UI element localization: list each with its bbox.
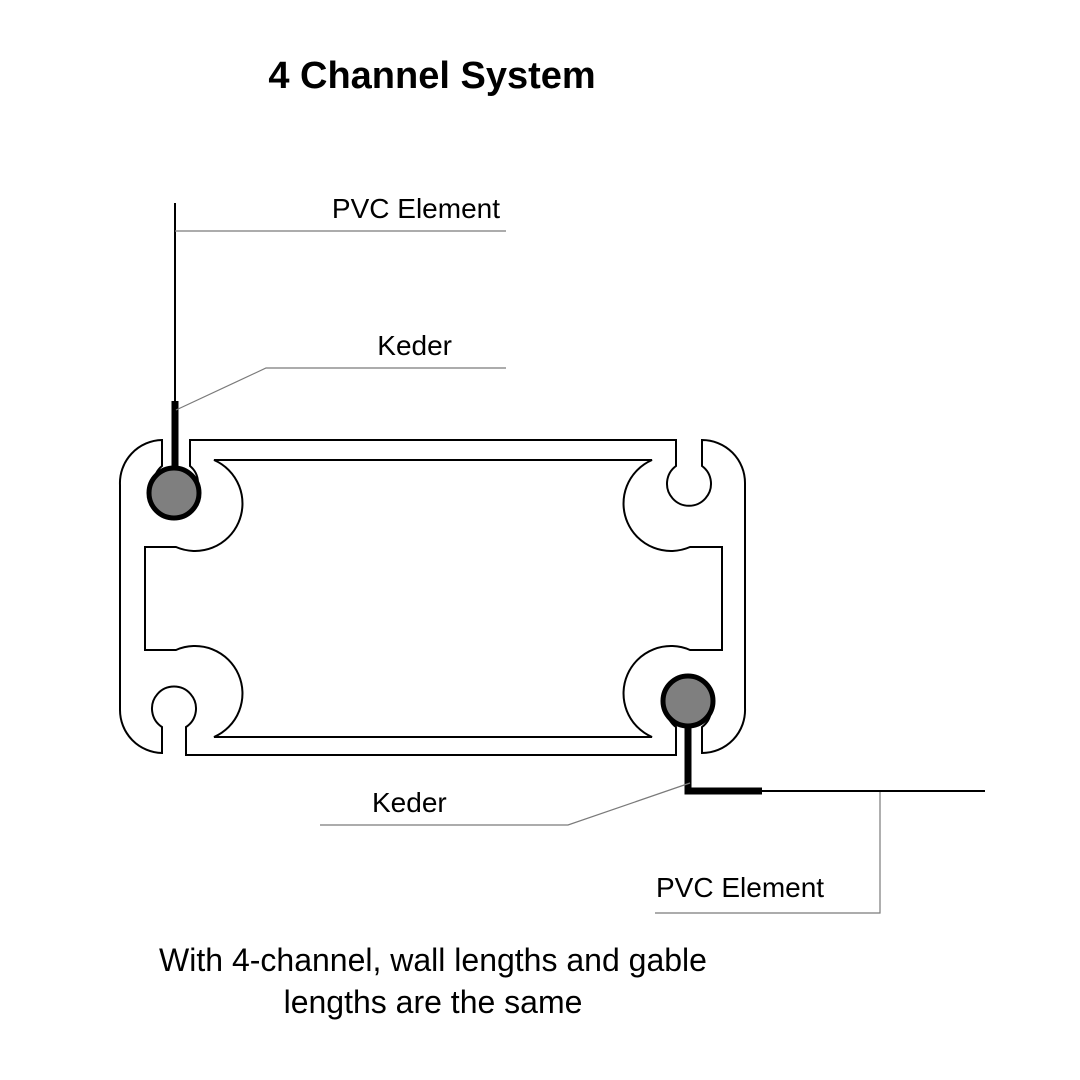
caption-line-1: With 4-channel, wall lengths and gable bbox=[159, 942, 707, 978]
profile-outer-outline bbox=[118, 438, 747, 756]
leader-keder-bottom bbox=[320, 782, 691, 826]
label-pvc-element-top: PVC Element bbox=[332, 193, 500, 224]
diagram-title: 4 Channel System bbox=[268, 55, 595, 97]
keder-top-left bbox=[146, 465, 202, 521]
label-keder-bottom: Keder bbox=[372, 787, 447, 818]
pvc-element-bottom-thick bbox=[684, 726, 762, 795]
leader-pvc-bottom bbox=[655, 792, 881, 914]
caption-line-2: lengths are the same bbox=[284, 984, 583, 1020]
label-pvc-element-bottom: PVC Element bbox=[656, 872, 824, 903]
profile-inner-outline bbox=[144, 459, 723, 738]
leader-keder-top bbox=[175, 367, 506, 411]
keder-bottom-right bbox=[660, 673, 716, 729]
label-keder-top: Keder bbox=[377, 330, 452, 361]
